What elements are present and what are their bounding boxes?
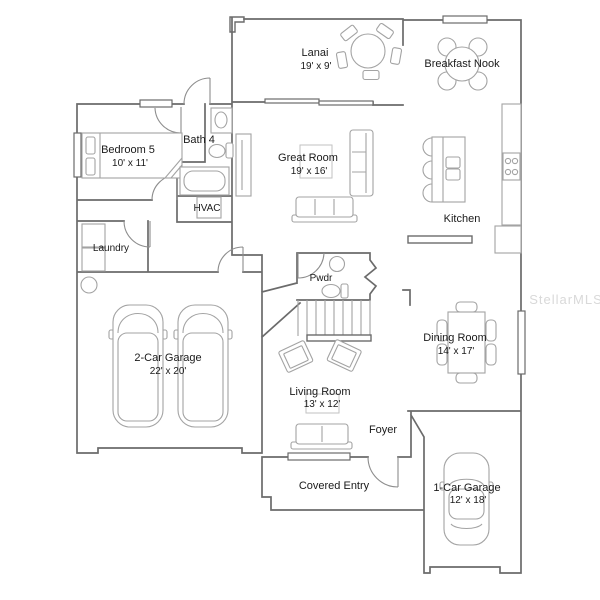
living-sofa-icon <box>290 423 353 450</box>
dining-table-icon <box>436 301 497 384</box>
room-label-bedroom5: Bedroom 5 <box>101 144 155 156</box>
corner-post <box>229 16 245 33</box>
lanai-door <box>183 77 211 105</box>
room-label-living: Living Room <box>289 386 350 398</box>
powder-door <box>297 252 325 279</box>
laundry-door <box>123 220 151 248</box>
armchair-icon-left <box>278 340 314 373</box>
cooktop-icon <box>502 152 521 181</box>
bedroom-door <box>154 107 182 134</box>
great-room-sofa-right-icon <box>349 129 374 197</box>
room-label-1car-garage: 1-Car Garage <box>433 482 500 494</box>
room-labels: Lanai 19' x 9' Breakfast Nook Bedroom 5 … <box>93 47 501 506</box>
bath-toilet-icon <box>208 142 234 159</box>
room-dims-dining: 14' x 17' <box>438 346 475 357</box>
hvac-unit-icon <box>196 196 222 219</box>
bedroom-top-window <box>139 99 173 108</box>
water-heater-icon <box>80 276 98 294</box>
breakfast-window <box>442 15 488 24</box>
room-label-hvac: HVAC <box>193 203 220 214</box>
bath-sink-icon <box>210 107 233 134</box>
garage-entry-door <box>217 246 244 273</box>
room-dims-lanai: 19' x 9' <box>300 61 331 72</box>
room-dims-living: 13' x 12' <box>304 399 341 410</box>
windows <box>73 15 526 461</box>
living-front-window <box>287 452 351 461</box>
room-dims-1car-garage: 12' x 18' <box>450 495 487 506</box>
room-label-foyer: Foyer <box>369 424 397 436</box>
refrigerator-icon <box>494 225 522 254</box>
breakfast-table-icon <box>437 37 488 91</box>
bathtub-icon <box>179 166 230 196</box>
room-label-laundry: Laundry <box>93 243 129 254</box>
walls <box>76 16 522 574</box>
room-label-pwdr: Pwdr <box>310 273 333 284</box>
car-icon-garage-left <box>108 304 168 428</box>
living-room-rug <box>305 393 340 414</box>
bedroom-hall-door <box>151 174 178 201</box>
room-dims-2car-garage: 22' x 20' <box>150 366 187 377</box>
room-label-kitchen: Kitchen <box>444 213 481 225</box>
stairs-icon <box>297 300 372 342</box>
great-room-sofa-bottom-icon <box>291 196 358 223</box>
great-room-rug <box>299 144 333 179</box>
tv-cabinet-icon <box>235 133 252 197</box>
bedroom-left-window <box>73 132 82 178</box>
front-door <box>367 456 399 488</box>
room-label-dining: Dining Room <box>423 332 487 344</box>
armchair-icon-right <box>326 339 362 372</box>
room-label-breakfast: Breakfast Nook <box>424 58 500 70</box>
room-label-bath4: Bath 4 <box>183 134 215 146</box>
powder-toilet-icon <box>321 283 349 299</box>
washer-dryer-icon <box>81 223 106 272</box>
room-label-2car-garage: 2-Car Garage <box>134 352 201 364</box>
watermark: StellarMLS <box>529 292 600 307</box>
lanai-slider-right <box>318 100 374 106</box>
lanai-table-icon <box>335 22 403 81</box>
room-label-covered-entry: Covered Entry <box>299 480 370 492</box>
car-icon-garage-right <box>173 304 233 428</box>
bed-icon <box>81 132 183 179</box>
room-label-lanai: Lanai <box>302 47 329 59</box>
kitchen-dining-wall <box>407 235 473 244</box>
room-dims-great-room: 19' x 16' <box>291 166 328 177</box>
lanai-slider-left <box>264 98 320 104</box>
car-icon-garage-1car <box>439 452 494 546</box>
dining-window <box>517 310 526 375</box>
powder-sink-icon <box>328 255 346 273</box>
room-label-great-room: Great Room <box>278 152 338 164</box>
kitchen-island-icon <box>422 136 466 203</box>
room-dims-bedroom5: 10' x 11' <box>112 158 148 169</box>
